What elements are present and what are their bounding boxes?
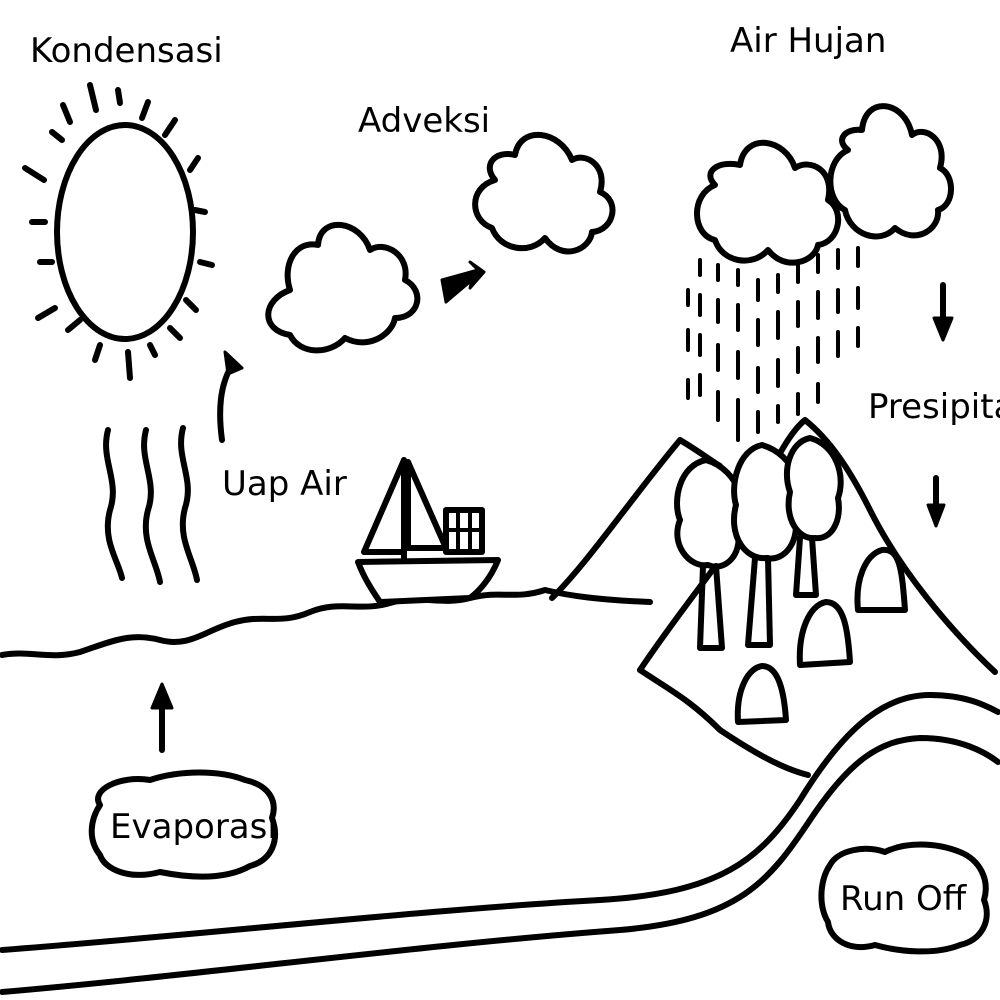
sun-icon	[22, 82, 215, 381]
label-evaporasi: Evaporasi	[110, 807, 277, 847]
arrow-up-curved-icon	[217, 350, 244, 443]
hill-slope	[637, 667, 811, 778]
label-uap-air: Uap Air	[222, 464, 347, 504]
boat-icon	[355, 457, 501, 605]
arrow-up-icon	[150, 682, 174, 753]
rain-cloud-icon	[827, 103, 954, 240]
rain-drops	[686, 246, 860, 442]
runoff-bubble	[818, 841, 990, 955]
cloud-icon	[472, 131, 616, 255]
label-presipitasi: Presipitasi	[868, 387, 1000, 427]
rain-cloud-icon	[694, 139, 842, 266]
sea-surface	[0, 587, 653, 659]
bush-icon	[734, 663, 789, 725]
shoreline	[0, 735, 1000, 995]
bush-icon	[854, 546, 908, 613]
vapor-waves-icon	[103, 425, 200, 585]
label-adveksi: Adveksi	[358, 101, 490, 141]
shoreline	[0, 692, 1000, 953]
cloud-icon	[265, 221, 421, 354]
label-kondensasi: Kondensasi	[30, 31, 223, 71]
evaporasi-bubble	[88, 769, 278, 880]
hill	[637, 417, 998, 675]
label-air-hujan: Air Hujan	[730, 21, 886, 61]
arrow-right-icon	[440, 260, 486, 304]
label-run-off: Run Off	[840, 879, 968, 919]
tree-icon	[783, 435, 844, 598]
mountain	[549, 437, 723, 601]
arrow-down-icon	[926, 475, 946, 528]
tree-icon	[674, 457, 746, 651]
arrow-down-icon	[932, 282, 954, 342]
bush-icon	[796, 599, 853, 668]
